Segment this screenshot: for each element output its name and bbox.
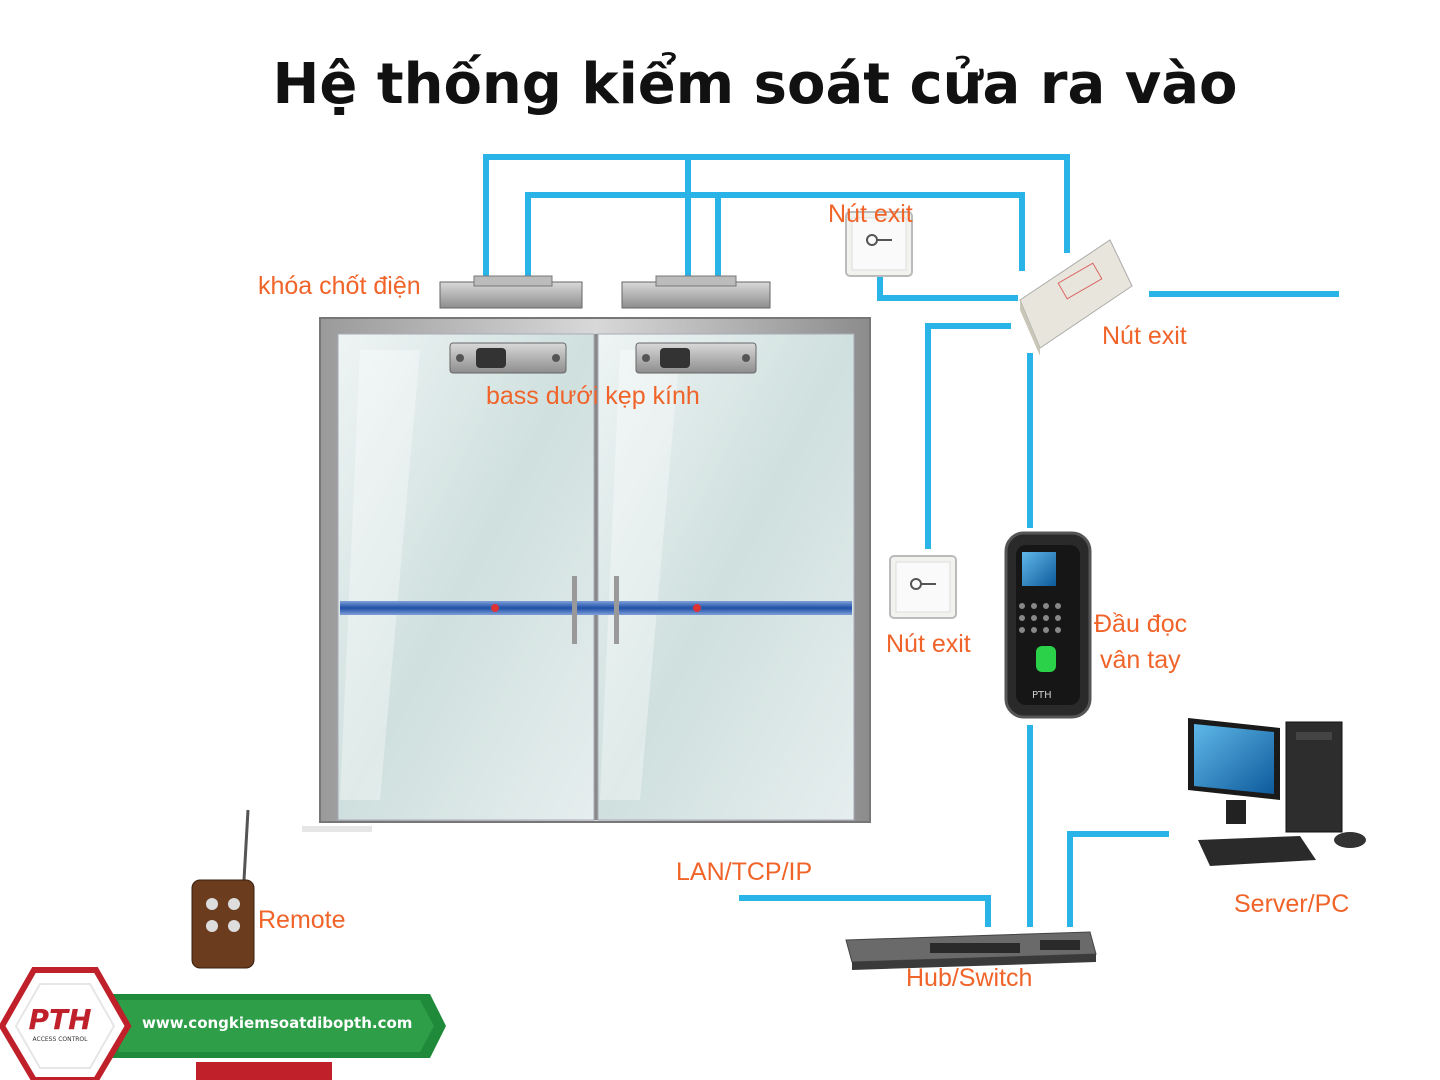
label-glass-clamp: bass dưới kẹp kính bbox=[486, 382, 700, 410]
page-title: Hệ thống kiểm soát cửa ra vào bbox=[272, 52, 1238, 117]
label-electric-lock: khóa chốt điện bbox=[258, 272, 421, 300]
label-hub: Hub/Switch bbox=[906, 964, 1033, 992]
reader-brand: PTH bbox=[1032, 690, 1052, 701]
label-server: Server/PC bbox=[1234, 890, 1350, 918]
exit-button-icon bbox=[889, 555, 957, 619]
label-exit-mid: Nút exit bbox=[886, 630, 971, 658]
label-remote: Remote bbox=[258, 906, 346, 934]
wire-lan bbox=[739, 895, 991, 927]
label-lan: LAN/TCP/IP bbox=[676, 858, 813, 886]
computer-icon bbox=[1188, 718, 1366, 866]
logo-subtext: ACCESS CONTROL bbox=[32, 1036, 88, 1043]
label-reader-line2: vân tay bbox=[1100, 646, 1181, 674]
wire-server bbox=[1067, 831, 1169, 927]
website-url[interactable]: www.congkiemsoatdibopth.com bbox=[142, 1014, 413, 1032]
glass-door bbox=[302, 317, 871, 832]
remote-control-icon bbox=[191, 809, 255, 969]
door-handle-right bbox=[614, 576, 619, 644]
electric-bolt-lock bbox=[439, 275, 771, 309]
wire-exit-mid bbox=[925, 323, 1011, 549]
wire-top-loop bbox=[483, 154, 1070, 277]
wiring bbox=[483, 154, 1339, 927]
door-handle-left bbox=[572, 576, 577, 644]
push-bar bbox=[340, 601, 852, 615]
wire-inner-loop bbox=[525, 192, 1025, 283]
label-exit-power: Nút exit bbox=[1102, 322, 1187, 350]
glass-clamp-bracket bbox=[449, 342, 757, 374]
exit-button-icon bbox=[845, 211, 913, 277]
fingerprint-reader-icon: PTH bbox=[1004, 531, 1092, 719]
network-switch-icon bbox=[845, 931, 1097, 970]
label-reader-line1: Đầu đọc bbox=[1094, 610, 1188, 638]
wire-exit-top bbox=[877, 273, 1018, 301]
logo-text: PTH bbox=[28, 1003, 92, 1036]
label-exit-top: Nút exit bbox=[828, 200, 913, 228]
company-logo bbox=[0, 967, 446, 1080]
power-supply-box bbox=[1019, 239, 1133, 356]
